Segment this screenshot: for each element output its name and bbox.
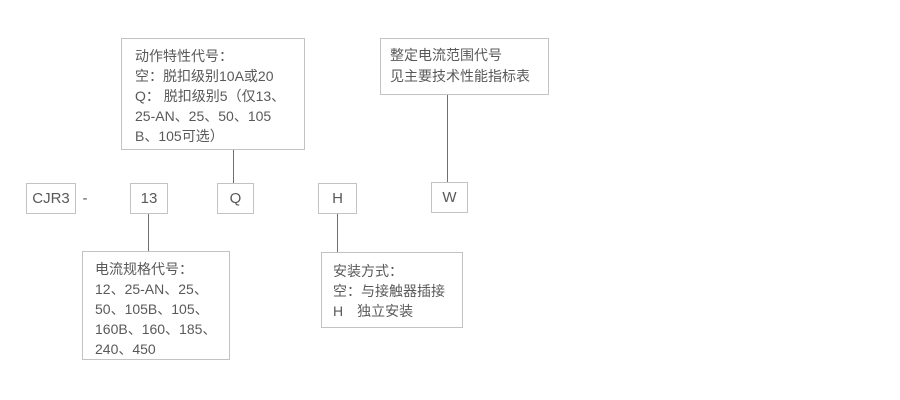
note-line: 50、105B、105、	[95, 301, 209, 317]
model-code-box: CJR3	[26, 183, 76, 214]
note-line: B、105可选）	[135, 128, 224, 144]
connector-trip-class	[233, 150, 234, 183]
note-line: 整定电流范围代号	[390, 47, 502, 63]
mounting-code-box: H	[318, 183, 357, 214]
note-line: 电流规格代号：	[95, 261, 193, 277]
current-range-code-box: W	[431, 182, 468, 213]
trip-class-note-box: 动作特性代号： 空：脱扣级别10A或20 Q： 脱扣级别5（仅13、 25-AN…	[121, 38, 305, 150]
note-line: 160B、160、185、	[95, 321, 217, 337]
connector-mounting	[337, 213, 338, 252]
note-line: 240、450	[95, 341, 156, 357]
separator-dash: -	[82, 190, 88, 207]
note-line: H 独立安装	[333, 303, 414, 319]
current-spec-note-box: 电流规格代号： 12、25-AN、25、 50、105B、105、 160B、1…	[82, 251, 230, 360]
note-line: 12、25-AN、25、	[95, 281, 208, 297]
note-line: 25-AN、25、50、105	[135, 108, 272, 124]
mounting-note-box: 安装方式： 空：与接触器插接 H 独立安装	[321, 252, 463, 328]
trip-class-code-box: Q	[217, 183, 254, 214]
current-range-note-box: 整定电流范围代号 见主要技术性能指标表	[380, 38, 549, 95]
connector-current-spec	[148, 213, 149, 251]
note-line: 空：脱扣级别10A或20	[135, 68, 274, 84]
note-line: 见主要技术性能指标表	[390, 68, 530, 84]
note-line: 动作特性代号：	[135, 48, 233, 64]
connector-current-range	[447, 95, 448, 183]
note-line: 安装方式：	[333, 263, 403, 279]
note-line: Q： 脱扣级别5（仅13、	[135, 88, 286, 104]
current-spec-code-box: 13	[130, 183, 168, 214]
note-line: 空：与接触器插接	[333, 283, 445, 299]
